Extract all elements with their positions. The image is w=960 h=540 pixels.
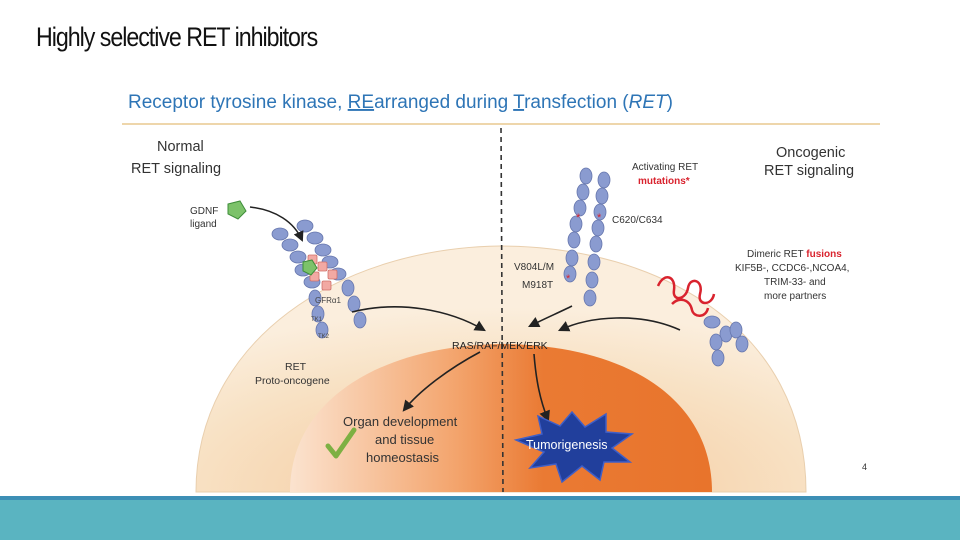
mutated-ret-receptor [563, 167, 611, 307]
arrow-fusion-to-pathway [557, 317, 681, 332]
footer-accent-line [0, 496, 960, 500]
footer-bar [0, 500, 960, 540]
organ-label-1: Organ development [343, 414, 458, 429]
arrow-pathway-to-organ [402, 351, 481, 412]
fusions-label-4: more partners [764, 291, 826, 302]
c620-label: C620/C634 [612, 215, 663, 226]
normal-title-2: RET signaling [131, 161, 221, 177]
gdnf-label-2: ligand [190, 219, 217, 230]
tumorigenesis-burst [513, 410, 635, 484]
proto-label-2: Proto-oncogene [255, 375, 330, 387]
mutation-star-2: * [597, 212, 602, 224]
gdnf-ligand-icon [227, 200, 247, 220]
pathway-label: RAS/RAF/MEK/ERK [452, 340, 548, 352]
center-divider [500, 127, 504, 493]
ret-signaling-diagram: Receptor tyrosine kinase, REarranged dur… [122, 92, 880, 493]
figure-header: Receptor tyrosine kinase, REarranged dur… [128, 92, 673, 113]
tk2-label: TK2 [318, 334, 330, 340]
proto-label-1: RET [285, 361, 307, 373]
arrow-pathway-to-tumor [533, 353, 550, 423]
normal-title-1: Normal [157, 139, 204, 155]
page-number: 4 [862, 462, 867, 472]
v804-label-1: V804L/M [514, 262, 554, 273]
mutation-star-3: * [566, 273, 571, 285]
arrow-normal-to-pathway [351, 306, 486, 332]
oncogenic-title-1: Oncogenic [776, 145, 845, 161]
arrow-mutation-to-pathway [527, 305, 573, 328]
check-mark-icon [325, 427, 357, 459]
v804-label-2: M918T [522, 280, 553, 291]
mutations-label-2: mutations* [638, 176, 690, 187]
tumorigenesis-label: Tumorigenesis [526, 438, 608, 452]
organ-label-2: and tissue [375, 432, 434, 447]
tk1-label: TK1 [311, 317, 323, 323]
mutations-label-1: Activating RET [632, 162, 698, 173]
slide-title: Highly selective RET inhibitors [36, 22, 318, 52]
mutation-star-1: * [576, 212, 581, 224]
gfra1-coreceptor [307, 254, 338, 291]
ligand-arrow [249, 206, 304, 242]
normal-ret-receptor [271, 219, 367, 339]
fusions-label-3: TRIM-33- and [764, 277, 826, 288]
ret-fusion-dimer [656, 276, 749, 367]
gdnf-label-1: GDNF [190, 206, 218, 217]
gdnf-bound-icon [302, 259, 318, 276]
gfra1-label: GFRα1 [315, 296, 342, 305]
fusions-label-2: KIF5B-, CCDC6-,NCOA4, [735, 263, 849, 274]
oncogenic-title-2: RET signaling [764, 163, 854, 179]
fusions-label-1: Dimeric RET fusions [747, 249, 842, 260]
organ-label-3: homeostasis [366, 450, 439, 465]
